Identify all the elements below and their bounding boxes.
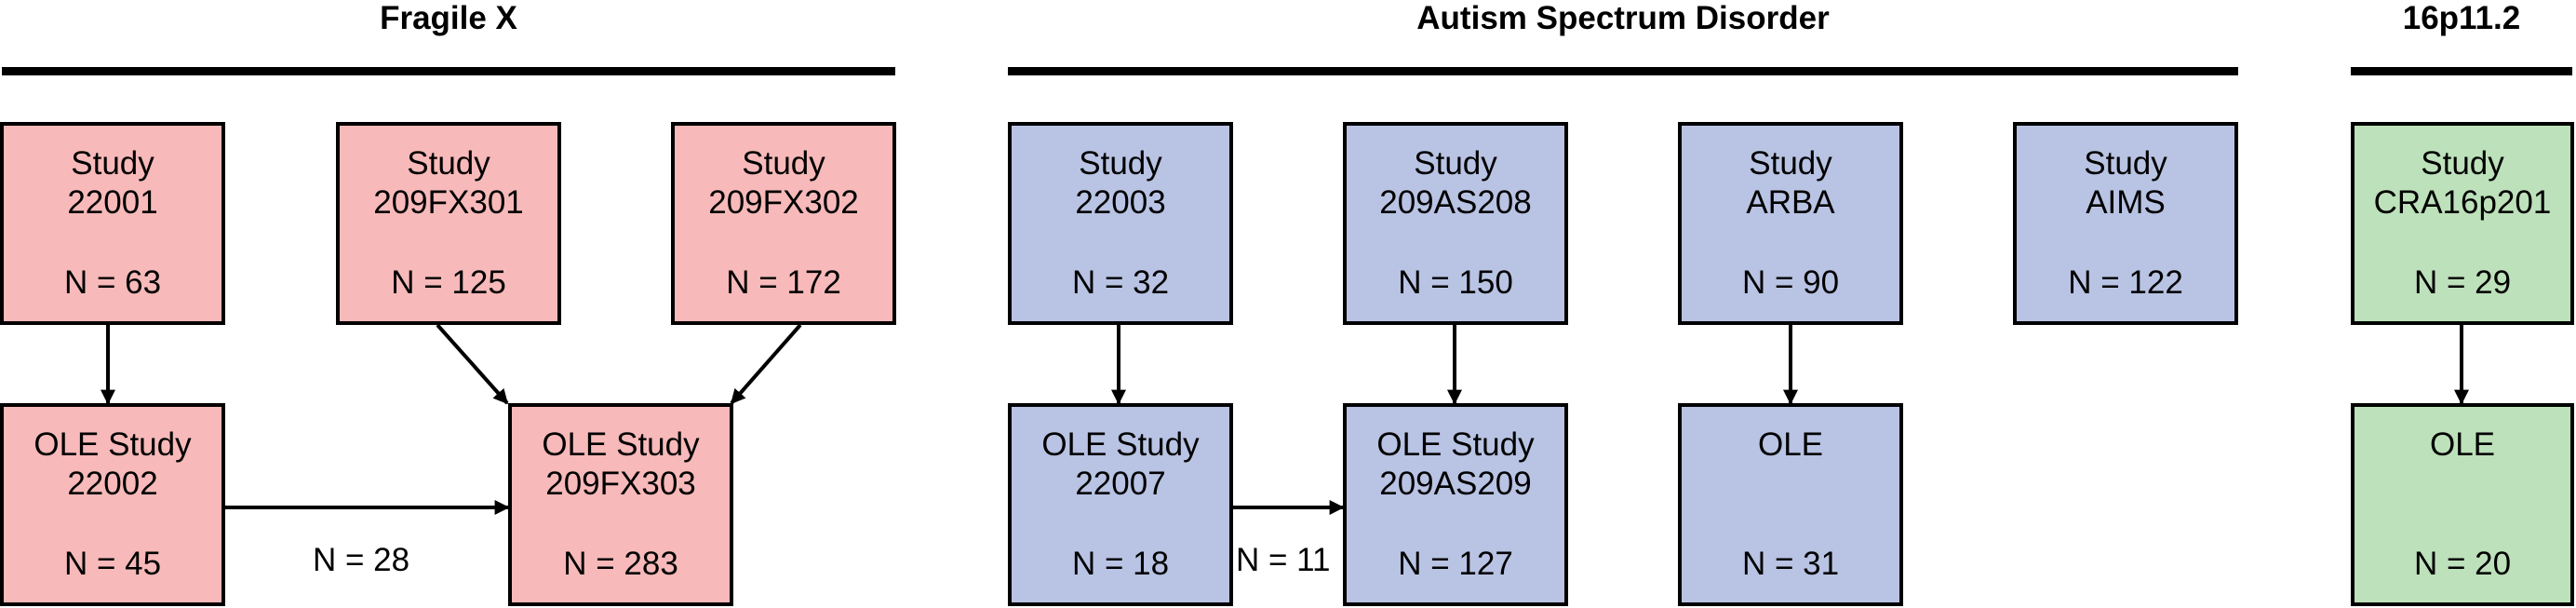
study-box-209AS209: OLE Study 209AS209 N = 127 [1343, 403, 1568, 606]
study-box-ARBA: Study ARBA N = 90 [1678, 122, 1903, 325]
study-n: N = 63 [63, 264, 162, 301]
study-n: N = 18 [1071, 546, 1170, 582]
transfer-label-autism: N = 11 [1236, 542, 1331, 578]
study-title: OLE [2429, 426, 2496, 463]
study-title: OLE Study 22002 [34, 426, 192, 502]
study-box-209FX301: Study 209FX301 N = 125 [336, 122, 561, 325]
study-n: N = 32 [1071, 264, 1170, 301]
study-title: Study 209FX302 [708, 145, 859, 221]
study-box-22001: Study 22001 N = 63 [0, 122, 225, 325]
study-n: N = 45 [63, 546, 162, 582]
study-title: OLE Study 209FX303 [542, 426, 700, 502]
study-title: OLE Study 209AS209 [1376, 426, 1535, 502]
study-n: N = 31 [1741, 546, 1840, 582]
group-rule-fragile-x [2, 67, 895, 75]
study-box-CRA16p201-OLE: OLE N = 20 [2351, 403, 2574, 606]
study-n: N = 90 [1741, 264, 1840, 301]
study-title: Study AIMS [2084, 145, 2167, 221]
study-title: Study CRA16p201 [2373, 145, 2552, 221]
group-title-16p11-2: 16p11.2 [2402, 0, 2521, 36]
study-box-209AS208: Study 209AS208 N = 150 [1343, 122, 1568, 325]
study-title: Study ARBA [1746, 145, 1835, 221]
study-title: Study 22001 [67, 145, 158, 221]
transfer-label-fragile-x: N = 28 [313, 542, 410, 578]
study-box-ARBA-OLE: OLE N = 31 [1678, 403, 1903, 606]
study-n: N = 150 [1398, 264, 1513, 301]
study-n: N = 29 [2413, 264, 2512, 301]
study-n: N = 127 [1398, 546, 1513, 582]
study-n: N = 122 [2068, 264, 2183, 301]
study-n: N = 283 [563, 546, 678, 582]
study-title: OLE [1757, 426, 1824, 463]
study-title: Study 209AS208 [1379, 145, 1532, 221]
group-title-autism: Autism Spectrum Disorder [1416, 0, 1830, 36]
group-title-fragile-x: Fragile X [380, 0, 517, 36]
group-rule-16p11-2 [2351, 67, 2572, 75]
study-box-CRA16p201: Study CRA16p201 N = 29 [2351, 122, 2574, 325]
arrow-209FX302-to-209FX303 [730, 323, 802, 405]
study-box-22007: OLE Study 22007 N = 18 [1008, 403, 1233, 606]
study-n: N = 172 [726, 264, 841, 301]
study-n: N = 20 [2413, 546, 2512, 582]
study-box-209FX303: OLE Study 209FX303 N = 283 [508, 403, 733, 606]
study-box-AIMS: Study AIMS N = 122 [2013, 122, 2238, 325]
study-title: Study 22003 [1075, 145, 1166, 221]
group-rule-autism [1008, 67, 2238, 75]
study-box-209FX302: Study 209FX302 N = 172 [671, 122, 896, 325]
study-box-22003: Study 22003 N = 32 [1008, 122, 1233, 325]
study-title: OLE Study 22007 [1041, 426, 1200, 502]
arrow-209FX301-to-209FX303 [436, 323, 509, 405]
study-box-22002: OLE Study 22002 N = 45 [0, 403, 225, 606]
study-n: N = 125 [391, 264, 506, 301]
study-title: Study 209FX301 [373, 145, 524, 221]
